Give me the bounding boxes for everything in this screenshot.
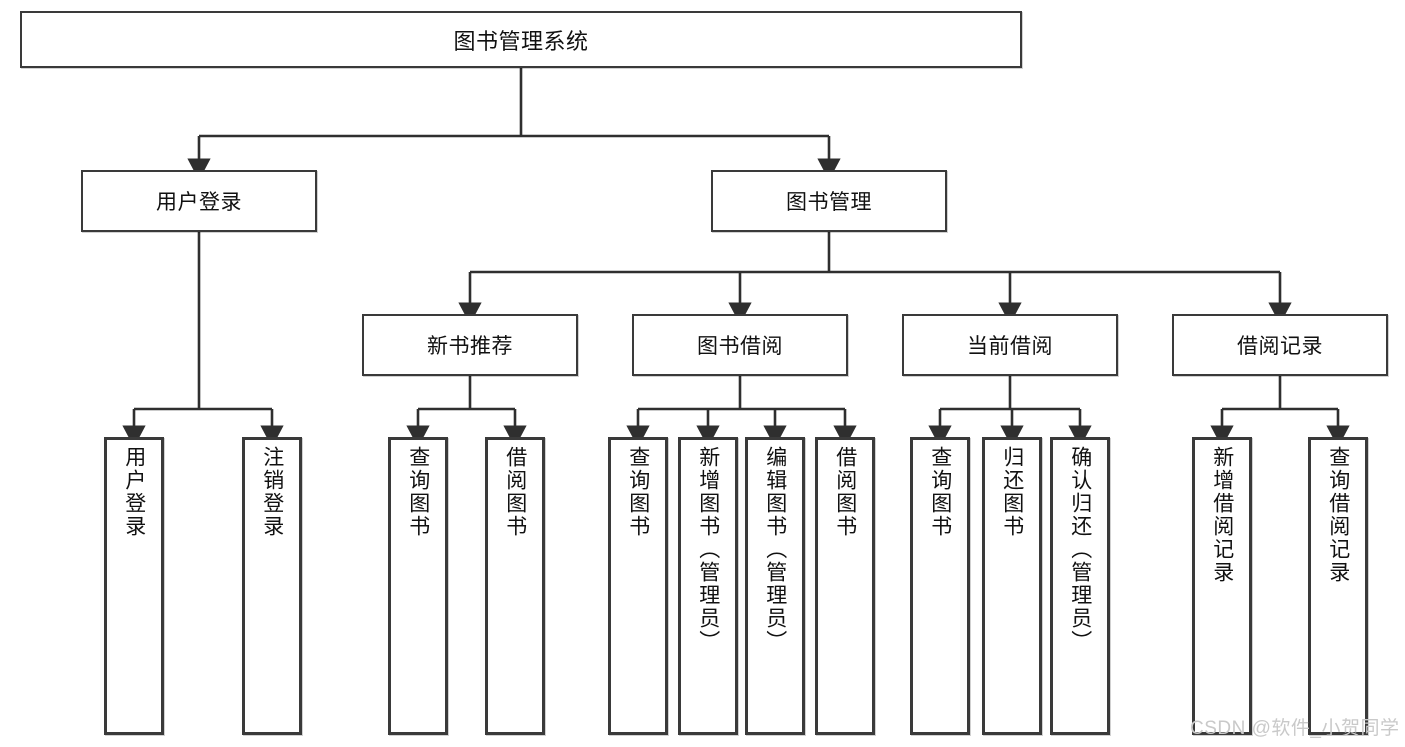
leaf-user-logout[interactable]: 注销登录 [242,437,302,735]
node-label: 新增借阅记录 [1210,446,1234,584]
node-label: 图书借阅 [697,335,783,358]
node-label: 注销登录 [260,446,284,538]
leaf-query-book-1[interactable]: 查询图书 [388,437,448,735]
leaf-edit-book[interactable]: 编辑图书（管理员） [745,437,805,735]
node-label: 确认归还（管理员） [1068,446,1092,653]
node-label: 借阅图书 [503,446,527,538]
node-root-system[interactable]: 图书管理系统 [20,11,1022,68]
node-label: 用户登录 [156,191,242,214]
leaf-query-book-3[interactable]: 查询图书 [910,437,970,735]
leaf-user-login[interactable]: 用户登录 [104,437,164,735]
node-label: 图书管理系统 [453,28,589,54]
node-user-login[interactable]: 用户登录 [81,170,317,232]
node-label: 借阅记录 [1237,335,1323,358]
node-label: 借阅图书 [833,446,857,538]
node-label: 查询借阅记录 [1326,446,1350,584]
leaf-borrow-book-1[interactable]: 借阅图书 [485,437,545,735]
node-label: 用户登录 [122,446,146,538]
leaf-add-book[interactable]: 新增图书（管理员） [678,437,738,735]
node-label: 新书推荐 [427,335,513,358]
node-label: 查询图书 [406,446,430,538]
leaf-query-book-2[interactable]: 查询图书 [608,437,668,735]
node-label: 归还图书 [1000,446,1024,538]
leaf-borrow-book-2[interactable]: 借阅图书 [815,437,875,735]
node-borrow-record[interactable]: 借阅记录 [1172,314,1388,376]
leaf-query-record[interactable]: 查询借阅记录 [1308,437,1368,735]
leaf-confirm-return[interactable]: 确认归还（管理员） [1050,437,1110,735]
node-label: 查询图书 [928,446,952,538]
node-label: 当前借阅 [967,335,1053,358]
node-book-manage[interactable]: 图书管理 [711,170,947,232]
leaf-add-record[interactable]: 新增借阅记录 [1192,437,1252,735]
node-label: 新增图书（管理员） [696,446,720,653]
node-label: 查询图书 [626,446,650,538]
node-book-borrow[interactable]: 图书借阅 [632,314,848,376]
node-label: 图书管理 [786,191,872,214]
node-label: 编辑图书（管理员） [763,446,787,653]
leaf-return-book[interactable]: 归还图书 [982,437,1042,735]
node-current-borrow[interactable]: 当前借阅 [902,314,1118,376]
node-new-book-rec[interactable]: 新书推荐 [362,314,578,376]
